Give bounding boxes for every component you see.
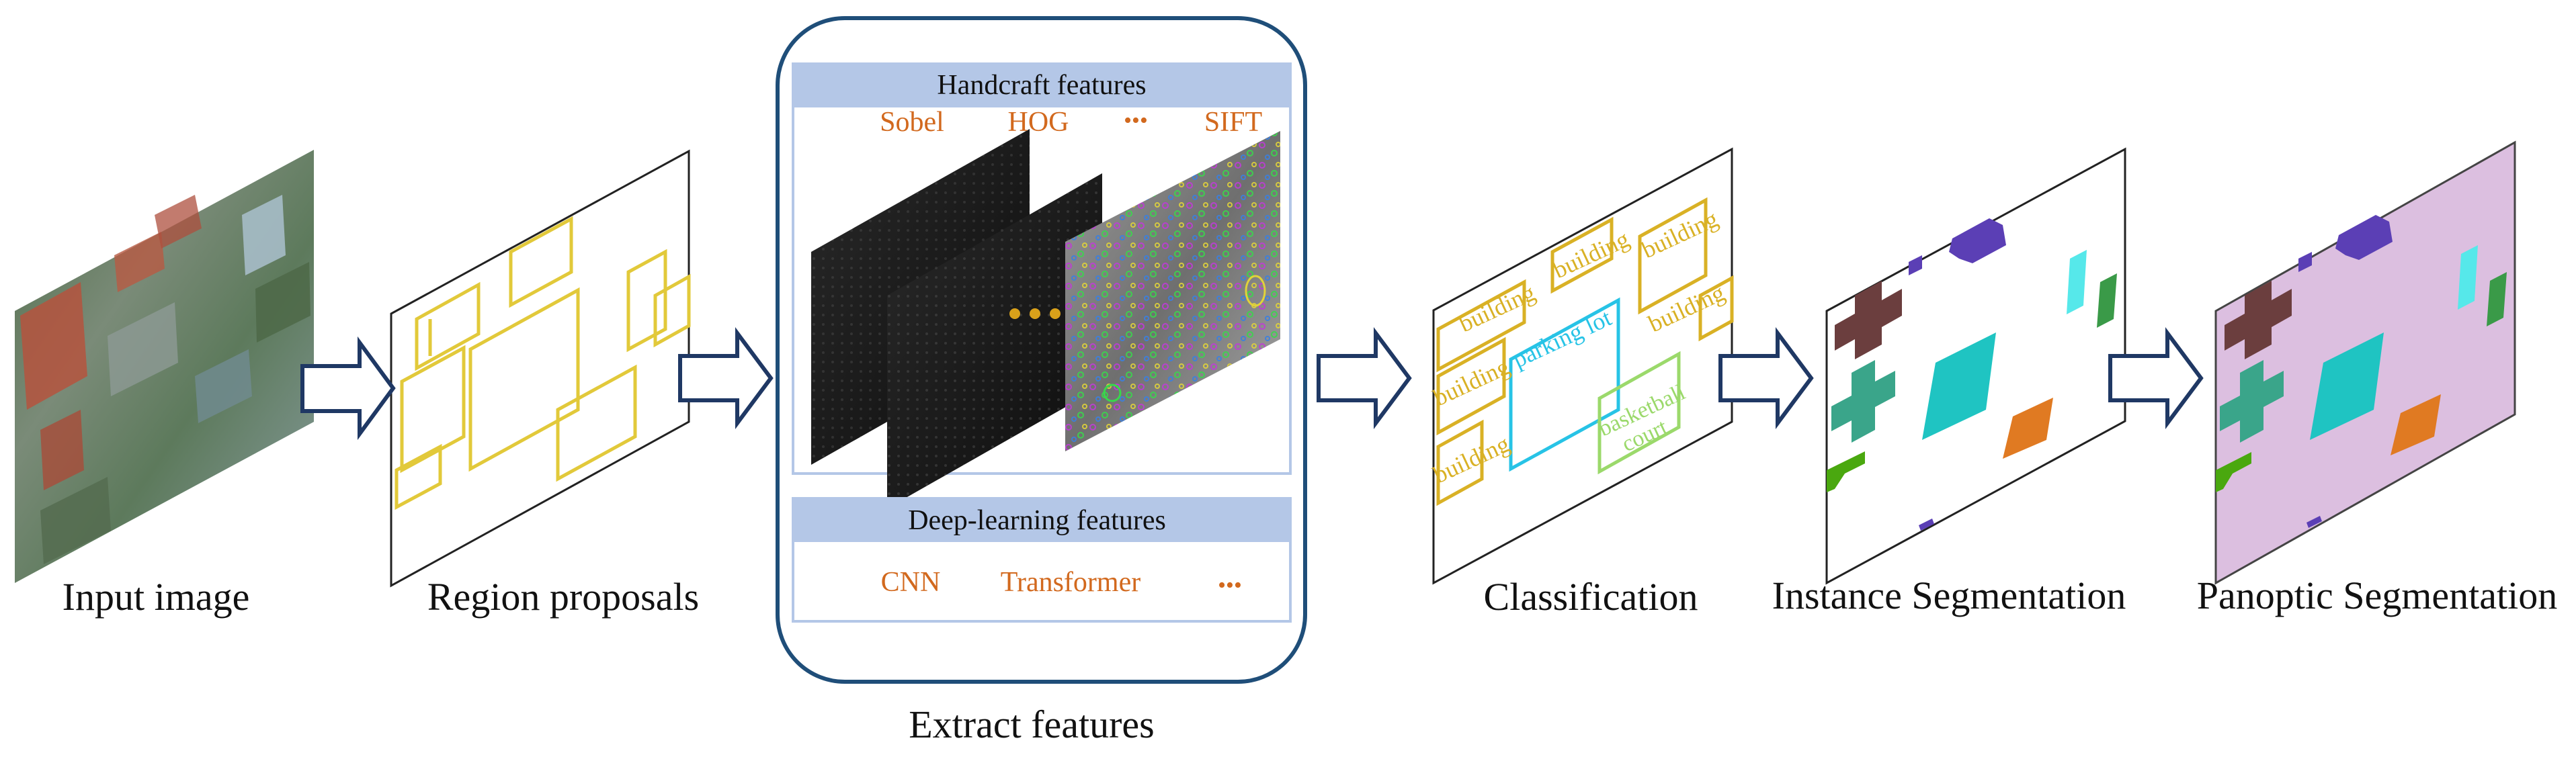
building-box xyxy=(1638,197,1708,315)
proposal-box xyxy=(653,273,691,348)
building-box xyxy=(1436,337,1506,436)
segment-parking-lot xyxy=(1922,332,1996,440)
handcraft-header: Handcraft features xyxy=(937,70,1146,101)
block-arrow-icon xyxy=(1317,326,1412,430)
proposal-box xyxy=(468,287,580,472)
segment-building xyxy=(2335,215,2393,260)
feature-ellipsis-deep: ••• xyxy=(1218,573,1242,598)
proposal-box xyxy=(509,216,573,308)
segment-building xyxy=(2298,252,2312,272)
deep-learning-header-bar xyxy=(793,498,1290,542)
panoptic-segmentation-panel xyxy=(2214,140,2516,585)
proposal-box xyxy=(415,281,481,371)
feature-hog: HOG xyxy=(1008,107,1069,138)
region-proposals-caption: Region proposals xyxy=(427,575,700,619)
instance-segmentation-caption: Instance Segmentation xyxy=(1772,574,2126,617)
parking-lot-box xyxy=(1509,297,1620,472)
segment-parking-lot xyxy=(2310,332,2384,440)
panoptic-segmentation-caption: Panoptic Segmentation xyxy=(2196,574,2558,617)
segment-building xyxy=(2487,272,2507,326)
ellipsis-icon xyxy=(1009,308,1061,319)
feature-ellipsis: ••• xyxy=(1124,108,1148,133)
block-arrow-icon xyxy=(2108,326,2204,430)
block-arrow-icon xyxy=(678,326,774,430)
proposal-box xyxy=(556,364,637,482)
segment-building xyxy=(2216,452,2251,492)
classification-panel: building building building building buil… xyxy=(1429,147,1734,585)
segment-building xyxy=(2097,273,2117,328)
block-arrow-icon xyxy=(300,336,396,441)
segment-building xyxy=(2220,360,2284,443)
feature-cnn: CNN xyxy=(881,567,941,598)
extract-features-caption: Extract features xyxy=(909,703,1155,746)
proposal-boxes xyxy=(394,216,691,510)
segment-basketball-court xyxy=(2003,398,2053,459)
input-image-caption: Input image xyxy=(62,575,250,619)
extract-features-panel: Handcraft features Sobel HOG ••• SIFT De… xyxy=(776,16,1307,684)
building-box xyxy=(1550,216,1614,294)
feature-sift: SIFT xyxy=(1204,107,1262,138)
deep-learning-header: Deep-learning features xyxy=(908,505,1166,536)
segment-building xyxy=(1835,281,1902,359)
classification-caption: Classification xyxy=(1483,575,1698,619)
input-image xyxy=(15,150,314,583)
segment-building xyxy=(2307,516,2322,528)
segment-building xyxy=(1909,255,1922,275)
feature-sobel: Sobel xyxy=(880,107,944,138)
segment-building xyxy=(1949,218,2006,263)
segment-building xyxy=(2067,250,2087,314)
segment-building xyxy=(2458,245,2478,310)
proposal-box xyxy=(400,345,466,474)
segment-building xyxy=(2225,281,2292,359)
handcraft-header-bar xyxy=(793,64,1290,107)
proposal-box xyxy=(394,443,442,510)
feature-transformer: Transformer xyxy=(1001,567,1140,598)
building-box xyxy=(1436,279,1526,373)
instance-segmentation-panel xyxy=(1825,147,2126,585)
block-arrow-icon xyxy=(1718,326,1814,430)
segment-building xyxy=(1831,360,1895,443)
segment-building xyxy=(1919,519,1934,531)
region-proposals-panel xyxy=(390,149,691,588)
proposal-box xyxy=(626,249,667,353)
segment-building xyxy=(1827,451,1865,492)
basketball-court-box xyxy=(1597,351,1681,475)
building-box xyxy=(1436,419,1484,506)
segment-basketball-court xyxy=(2391,394,2441,455)
building-box xyxy=(1698,275,1734,342)
